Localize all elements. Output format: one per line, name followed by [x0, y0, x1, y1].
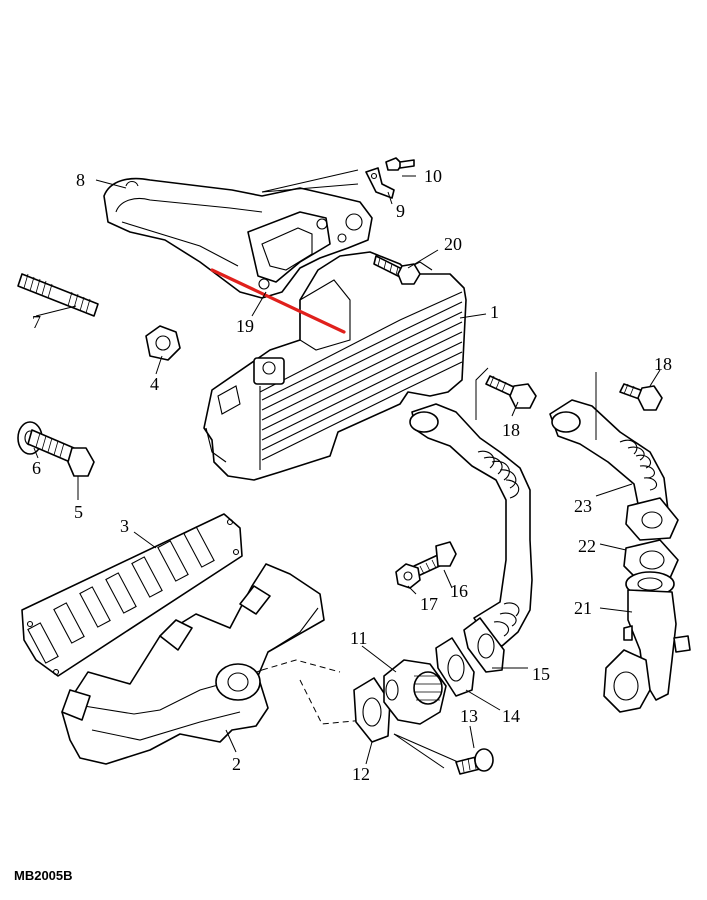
label-14: 14 — [502, 706, 520, 726]
part-21-adaptor — [603, 571, 691, 713]
part-14-gasket — [435, 637, 475, 697]
part-5-bolt — [27, 429, 95, 477]
label-4: 4 — [150, 374, 159, 394]
part-15-egr-pipe — [409, 403, 533, 673]
part-1-egr-cooler — [203, 251, 467, 481]
label-13: 13 — [460, 706, 478, 726]
label-10: 10 — [424, 166, 442, 186]
label-18-upper: 18 — [654, 354, 672, 374]
part-8-intake-elbow — [103, 177, 373, 299]
label-20: 20 — [444, 234, 462, 254]
label-23: 23 — [574, 496, 592, 516]
label-22: 22 — [578, 536, 596, 556]
callout-labels: 8 10 9 20 1 19 7 4 6 5 3 2 18 18 23 22 2… — [32, 166, 672, 784]
label-19: 19 — [236, 316, 254, 336]
label-12: 12 — [352, 764, 370, 784]
part-7-stud — [17, 273, 99, 317]
part-3-manifold-gasket — [21, 513, 243, 677]
label-1: 1 — [490, 302, 499, 322]
part-18-bolt-lower — [485, 375, 537, 409]
label-2: 2 — [232, 754, 241, 774]
label-11: 11 — [350, 628, 367, 648]
dashed-connection-a — [261, 659, 341, 673]
label-6: 6 — [32, 458, 41, 478]
part-10-bolt — [385, 157, 415, 171]
part-9-bracket — [365, 167, 395, 199]
part-18-bolt-upper — [619, 383, 663, 411]
highlight-line — [210, 268, 346, 334]
label-3: 3 — [120, 516, 129, 536]
reference-code: MB2005B — [14, 868, 73, 883]
part-23-egr-pipe — [549, 399, 679, 541]
part-16-bolt — [413, 541, 457, 577]
leader-lines — [33, 169, 661, 769]
part-13-screw — [455, 748, 494, 775]
label-21: 21 — [574, 598, 592, 618]
part-22-gasket — [623, 539, 679, 583]
label-15: 15 — [532, 664, 550, 684]
label-18-lower: 18 — [502, 420, 520, 440]
part-12-gasket — [353, 677, 391, 743]
label-17: 17 — [420, 594, 438, 614]
part-17-nut — [395, 563, 421, 589]
label-7: 7 — [32, 312, 41, 332]
part-4-flange-nut — [145, 325, 181, 361]
label-8: 8 — [76, 170, 85, 190]
part-2-exhaust-manifold — [61, 563, 325, 765]
label-16: 16 — [450, 581, 468, 601]
part-11-egr-valve — [383, 659, 447, 725]
label-5: 5 — [74, 502, 83, 522]
label-9: 9 — [396, 201, 405, 221]
